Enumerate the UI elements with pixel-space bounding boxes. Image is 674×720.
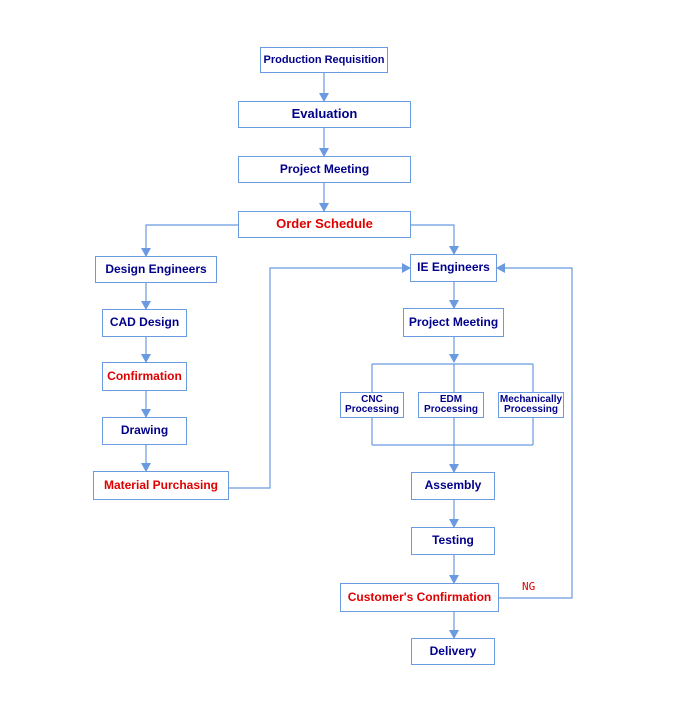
- node-assembly: Assembly: [411, 472, 495, 500]
- edge-order-ie: [410, 224, 459, 255]
- edm-line-1: EDM: [439, 393, 463, 405]
- node-evaluation: Evaluation: [238, 101, 411, 128]
- node-project-meeting-ie: Project Meeting: [403, 308, 504, 337]
- cnc-line-1: CNC: [361, 393, 383, 405]
- node-project-meeting-top: Project Meeting: [238, 156, 411, 183]
- node-customers-confirmation: Customer's Confirmation: [340, 583, 499, 612]
- edge-material-ie: [229, 263, 411, 489]
- node-order-schedule: Order Schedule: [238, 211, 411, 238]
- node-testing: Testing: [411, 527, 495, 555]
- edge-order-design: [141, 224, 238, 257]
- node-cnc-processing: CNC Processing: [340, 392, 404, 418]
- edge-ng-feedback: [496, 263, 573, 599]
- mech-line-1: Mechanically: [499, 393, 563, 405]
- node-cad-design: CAD Design: [102, 309, 187, 337]
- mech-line-2: Processing: [504, 404, 558, 415]
- node-production-requisition: Production Requisition: [260, 47, 388, 73]
- cnc-line-2: Processing: [345, 404, 399, 415]
- node-material-purchasing: Material Purchasing: [93, 471, 229, 500]
- node-design-engineers: Design Engineers: [95, 256, 217, 283]
- node-drawing: Drawing: [102, 417, 187, 445]
- ng-label: NG: [522, 580, 536, 593]
- node-confirmation: Confirmation: [102, 362, 187, 391]
- edm-line-2: Processing: [424, 404, 478, 415]
- node-edm-processing: EDM Processing: [418, 392, 484, 418]
- node-ie-engineers: IE Engineers: [410, 254, 497, 282]
- node-mechanically-processing: Mechanically Processing: [498, 392, 564, 418]
- node-delivery: Delivery: [411, 638, 495, 665]
